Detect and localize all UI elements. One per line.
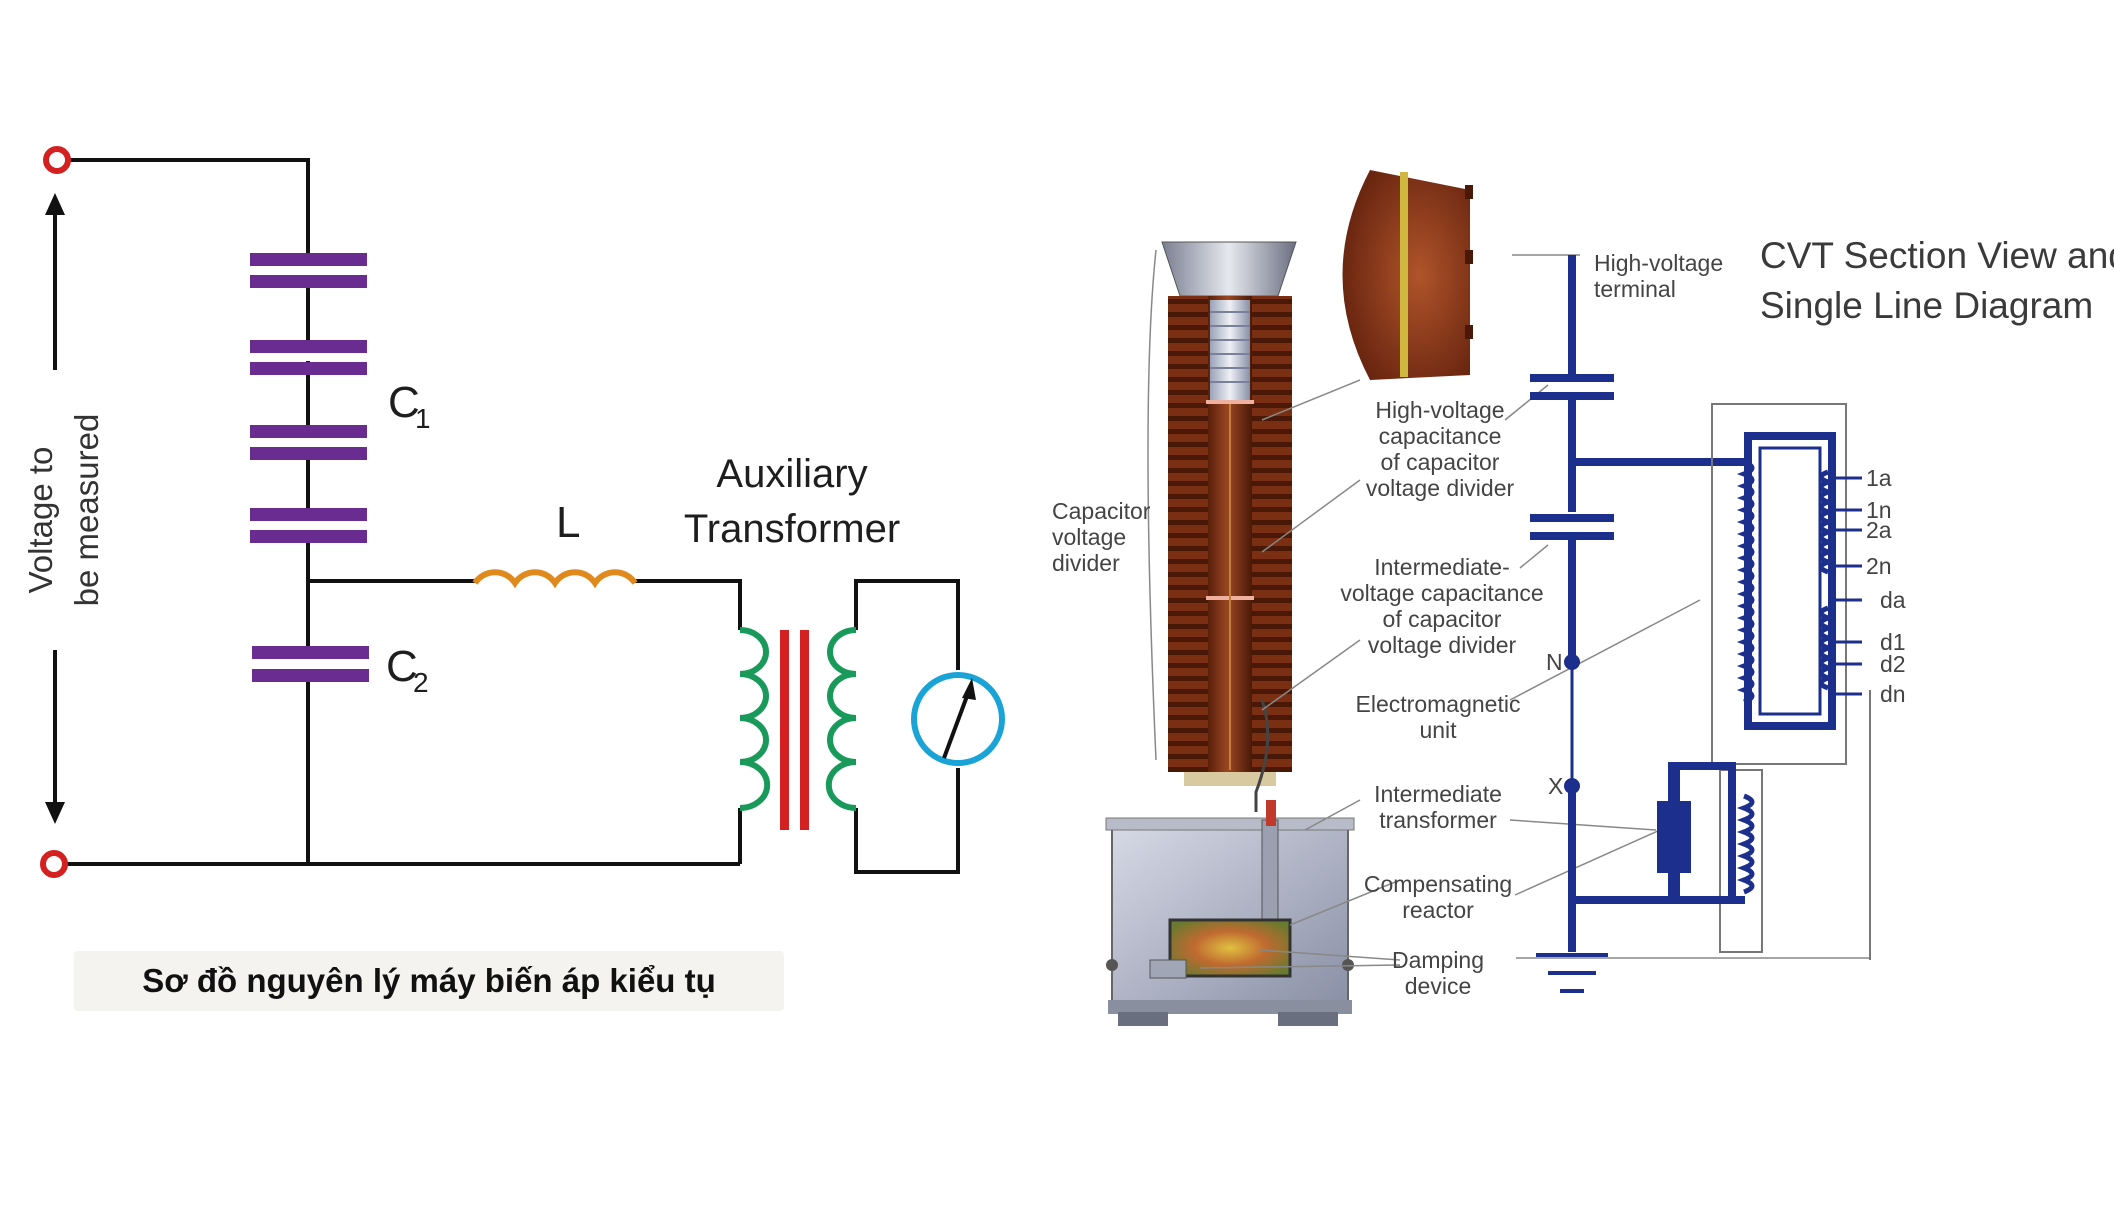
em-unit-box bbox=[1711, 403, 1847, 765]
svg-text:da: da bbox=[1880, 587, 1906, 613]
single-line-diagram: N X bbox=[1530, 255, 1906, 993]
svg-text:capacitance: capacitance bbox=[1379, 423, 1502, 449]
svg-text:device: device bbox=[1405, 973, 1471, 999]
svg-text:voltage: voltage bbox=[1052, 524, 1126, 550]
voltage-label-line1: Voltage to bbox=[22, 447, 59, 594]
secondary-winding bbox=[825, 627, 857, 811]
c2-label: C bbox=[386, 642, 418, 691]
sld-node-n-label: N bbox=[1546, 649, 1563, 675]
section-title-line2: Single Line Diagram bbox=[1760, 285, 2093, 326]
int-transformer-label: Intermediate transformer bbox=[1374, 781, 1502, 833]
tank-foot-right bbox=[1278, 1012, 1338, 1026]
svg-text:Intermediate: Intermediate bbox=[1374, 781, 1502, 807]
c1-label: C bbox=[388, 378, 420, 427]
em-unit-insulator bbox=[1266, 800, 1276, 826]
input-terminal-top bbox=[43, 146, 71, 174]
caption: Sơ đồ nguyên lý máy biến áp kiểu tụ bbox=[74, 951, 784, 1011]
svg-text:d1: d1 bbox=[1880, 629, 1906, 655]
sld-compensating-reactor bbox=[1657, 762, 1755, 904]
cvt-section-view: Capacitor voltage divider High-voltage t… bbox=[1052, 170, 2114, 1026]
voltmeter-needle-head bbox=[962, 678, 976, 700]
voltmeter-needle bbox=[942, 687, 972, 759]
capacitor-c1 bbox=[250, 253, 367, 543]
svg-text:1a: 1a bbox=[1866, 465, 1892, 491]
input-terminal-bottom bbox=[40, 850, 68, 878]
tank-foot-left bbox=[1118, 1012, 1168, 1026]
transformer-core-right bbox=[800, 630, 809, 830]
section-title-line1: CVT Section View and bbox=[1760, 235, 2114, 276]
svg-text:divider: divider bbox=[1052, 550, 1120, 576]
sld-node-n bbox=[1564, 654, 1580, 670]
svg-text:Capacitor: Capacitor bbox=[1052, 498, 1151, 524]
svg-text:Compensating: Compensating bbox=[1364, 871, 1512, 897]
leader-lines bbox=[1147, 249, 1870, 969]
bushing-rings bbox=[1210, 311, 1250, 383]
svg-text:2n: 2n bbox=[1866, 553, 1892, 579]
iv-capacitance-label: Intermediate- voltage capacitance of cap… bbox=[1340, 554, 1543, 658]
hv-capacitance-label: High-voltage capacitance of capacitor vo… bbox=[1366, 397, 1515, 501]
circuit-wires bbox=[52, 158, 960, 874]
svg-text:1n: 1n bbox=[1866, 497, 1892, 523]
divider-joint-1 bbox=[1206, 400, 1254, 404]
svg-text:High-voltage: High-voltage bbox=[1375, 397, 1504, 423]
tank-lid bbox=[1105, 817, 1355, 831]
primary-winding bbox=[739, 627, 771, 811]
sld-intermediate-transformer bbox=[1736, 432, 1836, 730]
aux-transformer-label-2: Transformer bbox=[684, 507, 900, 551]
em-unit-label: Electromagnetic unit bbox=[1356, 691, 1521, 743]
svg-text:terminal: terminal bbox=[1594, 276, 1676, 302]
svg-text:2a: 2a bbox=[1866, 517, 1892, 543]
svg-text:dn: dn bbox=[1880, 681, 1906, 707]
svg-text:reactor: reactor bbox=[1402, 897, 1474, 923]
inductor-l bbox=[472, 569, 638, 589]
voltage-label-line2: be measured bbox=[68, 414, 105, 607]
sld-terminal-labels: 1a 1n 2a 2n da d1 d2 dn bbox=[1866, 465, 1906, 707]
svg-text:of capacitor: of capacitor bbox=[1381, 449, 1500, 475]
svg-text:Damping: Damping bbox=[1392, 947, 1484, 973]
aux-transformer-label-1: Auxiliary bbox=[716, 452, 867, 496]
reactor-box bbox=[1719, 769, 1763, 953]
capacitor-c2 bbox=[252, 646, 369, 682]
tank-bolt-left bbox=[1106, 959, 1118, 971]
voltage-arrow-up-head bbox=[45, 193, 65, 215]
svg-text:Electromagnetic: Electromagnetic bbox=[1356, 691, 1521, 717]
voltage-arrow-down-head bbox=[45, 802, 65, 824]
ground-symbol bbox=[1536, 953, 1608, 993]
svg-text:transformer: transformer bbox=[1379, 807, 1497, 833]
lead-wire bbox=[1254, 699, 1270, 812]
sld-terminal-taps bbox=[1834, 476, 1862, 696]
em-unit-rod bbox=[1261, 819, 1279, 931]
comp-reactor-label: Compensating reactor bbox=[1364, 871, 1512, 923]
left-circuit: Voltage to be measured C 1 C 2 L Auxilia… bbox=[22, 146, 1005, 878]
svg-text:voltage divider: voltage divider bbox=[1368, 632, 1517, 658]
tank-base bbox=[1108, 1000, 1352, 1014]
sld-capacitors bbox=[1530, 374, 1614, 540]
svg-text:unit: unit bbox=[1419, 717, 1457, 743]
svg-text:of capacitor: of capacitor bbox=[1383, 606, 1502, 632]
tank-bolt-right bbox=[1342, 959, 1354, 971]
top-bell bbox=[1161, 241, 1297, 297]
cap-divider-label: Capacitor voltage divider bbox=[1052, 498, 1151, 576]
sld-node-x bbox=[1564, 778, 1580, 794]
svg-text:voltage divider: voltage divider bbox=[1366, 475, 1515, 501]
c1-subscript: 1 bbox=[415, 403, 431, 434]
internal-bushing bbox=[1210, 300, 1250, 400]
column-base-ring bbox=[1184, 772, 1276, 786]
sld-node-x-label: X bbox=[1548, 773, 1563, 799]
svg-text:d2: d2 bbox=[1880, 651, 1906, 677]
damping-device bbox=[1149, 959, 1187, 979]
magnified-inset bbox=[1342, 170, 1473, 380]
transformer-core-left bbox=[780, 630, 789, 830]
svg-text:High-voltage: High-voltage bbox=[1594, 250, 1723, 276]
svg-text:Intermediate-: Intermediate- bbox=[1374, 554, 1510, 580]
svg-text:voltage capacitance: voltage capacitance bbox=[1340, 580, 1543, 606]
damping-label: Damping device bbox=[1392, 947, 1484, 999]
c2-subscript: 2 bbox=[413, 667, 429, 698]
inductor-label: L bbox=[556, 498, 580, 547]
hv-terminal-label: High-voltage terminal bbox=[1594, 250, 1723, 302]
